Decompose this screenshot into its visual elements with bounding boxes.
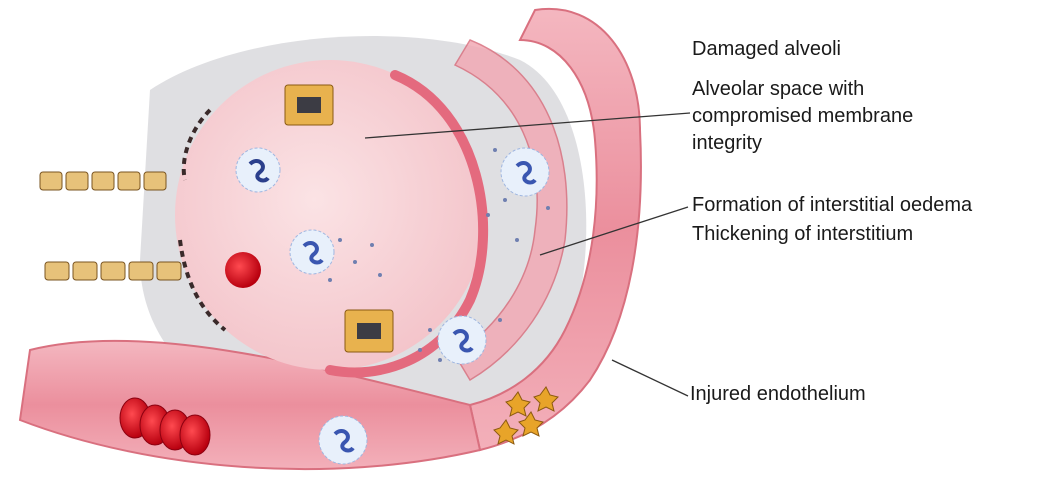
label-alveolar-space-line3: integrity	[692, 130, 762, 157]
label-interstitial-oedema: Formation of interstitial oedema	[692, 192, 972, 219]
label-damaged-alveoli: Damaged alveoli	[692, 36, 841, 63]
neutrophil-icon	[236, 148, 280, 192]
macrophage-icon	[345, 310, 393, 352]
label-interstitium-thickening: Thickening of interstitium	[692, 221, 913, 248]
neutrophil-icon	[319, 416, 367, 464]
neutrophil-icon	[290, 230, 334, 274]
macrophage-icon	[285, 85, 333, 125]
label-alveolar-space-line1: Alveolar space with	[692, 76, 864, 103]
neutrophil-icon	[438, 316, 486, 364]
label-alveolar-space-line2: compromised membrane	[692, 103, 913, 130]
neutrophil-icon	[501, 148, 549, 196]
label-injured-endothelium: Injured endothelium	[690, 381, 866, 408]
red-blood-cell-icon	[225, 252, 261, 288]
